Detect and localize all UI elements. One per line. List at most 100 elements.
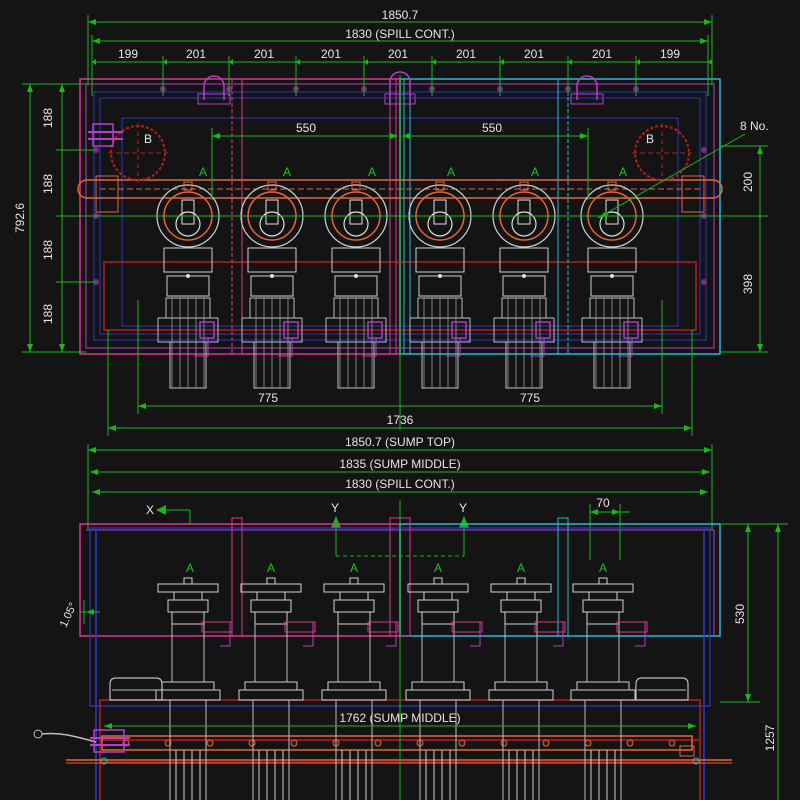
sump-inner-outline	[86, 529, 715, 636]
valve-assembly-front	[155, 577, 233, 800]
front-valve-label-3: A	[350, 561, 358, 575]
dim-sump-middle: 1835 (SUMP MIDDLE)	[339, 457, 460, 471]
bolt-hole	[93, 147, 99, 153]
side-brackets	[95, 175, 705, 213]
bolt-hole	[701, 279, 707, 285]
segment-arrow	[432, 59, 436, 65]
valve-assembly	[408, 181, 472, 389]
front-top-dimensions: 1850.7 (SUMP TOP) 1835 (SUMP MIDDLE) 183…	[87, 435, 713, 560]
valve-assembly-front	[238, 577, 316, 800]
segment-arrow	[229, 59, 233, 65]
segment-arrow	[163, 59, 167, 65]
dim-front-overall: 1257	[763, 724, 777, 751]
inspection-lids	[109, 677, 689, 701]
valve-assembly-front	[321, 577, 399, 800]
dim-bottom-overall: 1736	[387, 413, 414, 427]
port-label-right: B	[646, 132, 654, 146]
axis-label-x: X	[146, 503, 154, 517]
dim-seg-8: 201	[592, 47, 612, 61]
front-valve-label-5: A	[517, 561, 525, 575]
dim-seg-3: 201	[254, 47, 274, 61]
segment-arrow	[568, 59, 572, 65]
dim-spill-length: 1830 (SPILL CONT.)	[345, 27, 455, 41]
flange-bolt	[206, 739, 214, 747]
axis-label-y-left: Y	[331, 501, 339, 515]
valve-assembly-front	[488, 577, 566, 800]
dim-overall-length: 1850.7	[382, 8, 419, 22]
bolt-hole	[93, 279, 99, 285]
dim-row-4: 188	[41, 304, 55, 324]
front-view: 1850.7 (SUMP TOP) 1835 (SUMP MIDDLE) 183…	[33, 435, 788, 800]
left-dimensions: 792.6 188 188 188 188	[13, 83, 95, 353]
valve-assembly	[324, 181, 388, 389]
valve-assembly	[156, 181, 220, 389]
dim-bottom-right: 775	[520, 391, 540, 405]
angle-marker: 1.05°	[58, 600, 100, 629]
front-valve-label-2: A	[267, 561, 275, 575]
port-right: B	[632, 123, 692, 183]
dim-right-upper: 200	[741, 172, 755, 192]
flange-bolt	[100, 757, 108, 765]
axis-label-y-right: Y	[459, 501, 467, 515]
flange-bolt	[290, 739, 298, 747]
front-valve-label-4: A	[434, 561, 442, 575]
dim-seg-5: 201	[388, 47, 408, 61]
flange-bolt	[626, 739, 634, 747]
front-valve-label-1: A	[186, 561, 194, 575]
top-dimensions: 1850.7 1830 (SPILL CONT.) 199 201 201 20…	[87, 8, 769, 219]
segment-ticks	[91, 56, 712, 96]
valve-label-2: A	[283, 165, 291, 179]
right-dimensions: 200 398	[720, 145, 768, 353]
dim-seg-9: 199	[660, 47, 680, 61]
dim-small-70: 70	[596, 496, 610, 510]
valve-label-3: A	[368, 165, 376, 179]
flange-bolt	[542, 739, 550, 747]
top-view: B B A A A A	[13, 8, 769, 436]
dim-spill-front: 1830 (SPILL CONT.)	[345, 477, 455, 491]
valve-assembly	[492, 181, 556, 389]
valve-label-5: A	[531, 165, 539, 179]
valve-label-6: A	[619, 165, 627, 179]
segment-arrow	[364, 59, 368, 65]
dim-overall-width: 792.6	[13, 203, 27, 233]
valve-assemblies-front	[155, 577, 648, 800]
front-right-dimensions: 530 1257	[720, 523, 788, 800]
flange-bolt	[500, 739, 508, 747]
valve-label-4: A	[447, 165, 455, 179]
dim-right-lower: 398	[741, 274, 755, 294]
angle-label: 1.05°	[58, 601, 80, 629]
segment-arrow	[296, 59, 300, 65]
dim-bottom-left: 775	[258, 391, 278, 405]
valve-assembly	[580, 181, 644, 389]
dim-sump-top: 1850.7 (SUMP TOP)	[345, 435, 455, 449]
valve-assembly-front	[405, 577, 483, 800]
segment-arrow	[636, 59, 640, 65]
note-bolt-count: 8 No.	[740, 119, 769, 133]
flange-bolt	[584, 739, 592, 747]
dim-pitch-right: 550	[482, 121, 502, 135]
dim-seg-6: 201	[456, 47, 476, 61]
dim-row-1: 188	[41, 108, 55, 128]
dim-pitch-left: 550	[296, 121, 316, 135]
segment-arrow	[708, 59, 712, 65]
sump-body-right	[399, 523, 721, 637]
port-left: B	[108, 123, 168, 183]
valve-label-1: A	[199, 165, 207, 179]
dim-seg-2: 201	[186, 47, 206, 61]
valve-assembly	[240, 181, 304, 389]
sump-middle-inner-dimension: 1762 (SUMP MIDDLE)	[104, 711, 696, 729]
sump-body-left	[79, 523, 401, 637]
flange-bolt	[248, 739, 256, 747]
dim-seg-7: 201	[524, 47, 544, 61]
dim-row-2: 188	[41, 174, 55, 194]
dim-sump-middle-inner: 1762 (SUMP MIDDLE)	[339, 711, 460, 725]
flange-bolt	[458, 739, 466, 747]
bottom-dimensions: 775 775 1736	[107, 300, 693, 436]
dim-seg-4: 201	[321, 47, 341, 61]
segment-arrow	[500, 59, 504, 65]
bolt-hole	[701, 147, 707, 153]
dim-seg-1: 199	[118, 47, 138, 61]
inlet-fitting-left	[88, 123, 123, 147]
